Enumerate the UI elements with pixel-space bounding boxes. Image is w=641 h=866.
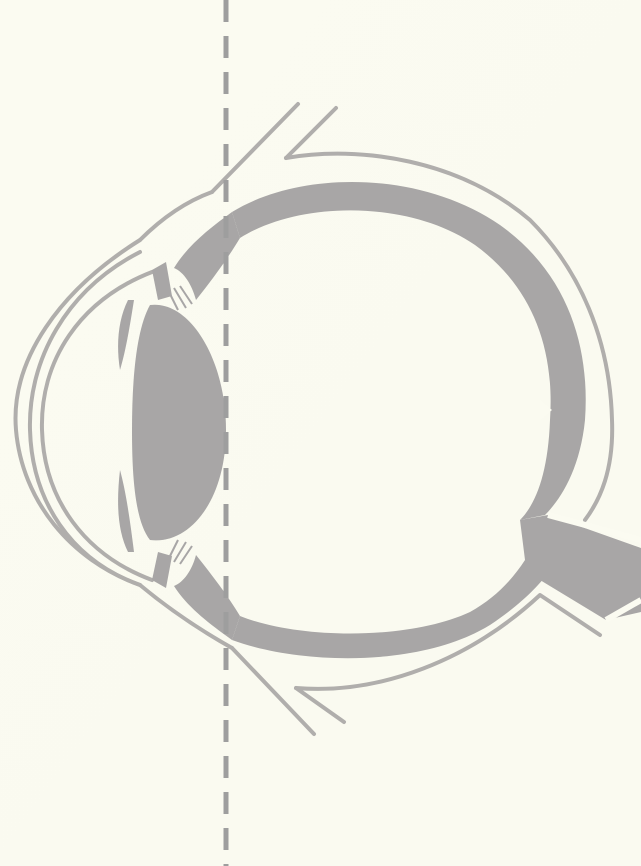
diagram-background (0, 0, 641, 866)
eye-diagram (0, 0, 641, 866)
